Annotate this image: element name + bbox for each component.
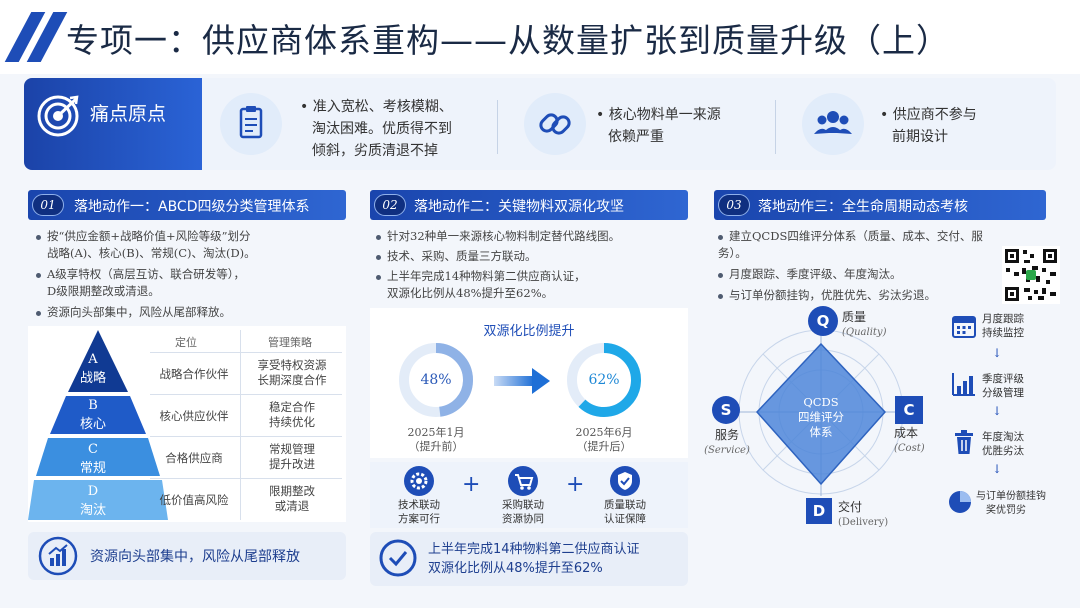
plus-sign: + xyxy=(462,472,481,497)
divider xyxy=(775,100,776,154)
divider xyxy=(497,100,498,154)
quality-label: 质量(Quality) xyxy=(842,310,887,338)
cost-icon: C xyxy=(895,396,923,424)
column-divider xyxy=(240,330,241,520)
service-label: 服务(Service) xyxy=(704,428,750,456)
table-row: 低价值高风险 xyxy=(159,493,229,507)
table-row: 常规管理提升改进 xyxy=(269,442,315,471)
plus-sign: + xyxy=(566,472,585,497)
table-row: 核心供应伙伴 xyxy=(159,409,229,423)
arrow-down-icon: ↓ xyxy=(991,346,1003,360)
qr-code xyxy=(1002,246,1060,304)
section-2-footer xyxy=(370,532,688,586)
section-2-header xyxy=(370,190,688,220)
pain-text-1: • 准入宽松、考核模糊、 淘汰困难。优质得不到 倾斜，劣质清退不掉 xyxy=(300,99,453,159)
service-icon: S xyxy=(712,396,740,424)
section-1-number: 01 xyxy=(32,194,64,216)
title-bar xyxy=(0,0,1080,74)
cart-icon xyxy=(508,466,538,496)
abcd-pyramid xyxy=(28,330,168,520)
section-1-header xyxy=(28,190,346,220)
gear-icon xyxy=(404,466,434,496)
pain-header xyxy=(24,78,202,170)
section-2-bullets: 针对32种单一来源核心物料制定替代路线图。 技术、采购、质量三方联动。 上半年完… xyxy=(376,228,696,302)
section-2-footer-text: 上半年完成14种物料第二供应商认证双源化比例从48%提升至62% xyxy=(428,542,640,576)
calendar-icon xyxy=(950,312,978,344)
step-quarterly: 季度评级分级管理 xyxy=(982,373,1024,399)
after-date: 2025年6月（提升后） xyxy=(575,426,633,453)
section-1-footer xyxy=(28,532,346,580)
row-divider xyxy=(150,436,342,437)
quality-icon: Q xyxy=(808,306,838,336)
clipboard-icon xyxy=(220,93,282,155)
arrow-down-icon: ↓ xyxy=(991,404,1003,418)
row-divider xyxy=(150,394,342,395)
shield-check-icon xyxy=(610,466,640,496)
arrow-right-icon xyxy=(494,368,550,394)
section-1-footer-text: 资源向头部集中，风险从尾部释放 xyxy=(90,549,300,565)
section-3-number: 03 xyxy=(718,194,750,216)
step-annual: 年度淘汰优胜劣汰 xyxy=(982,431,1024,457)
section-3-title: 落地动作三：全生命周期动态考核 xyxy=(758,199,968,215)
page-title: 专项一：供应商体系重构——从数量扩张到质量升级（上） xyxy=(66,21,950,60)
table-header-strategy: 管理策略 xyxy=(268,336,312,349)
link-tech-label: 技术联动方案可行 xyxy=(398,499,440,525)
after-ring xyxy=(567,343,641,417)
section-2-number: 02 xyxy=(374,194,406,216)
link-quality-label: 质量联动认证保障 xyxy=(604,499,646,525)
trash-icon xyxy=(950,428,978,460)
pie-chart-icon xyxy=(946,488,974,520)
before-pct: 48% xyxy=(420,372,452,388)
row-divider xyxy=(150,478,342,479)
arrow-down-icon: ↓ xyxy=(991,462,1003,476)
row-divider xyxy=(150,352,342,353)
pain-text-3: • 供应商不参与 前期设计 xyxy=(880,107,977,145)
check-circle-icon xyxy=(379,539,417,577)
section-1-bullets: 按“供应金额+战略价值+风险等级”划分 战略(A)、核心(B)、常规(C)、淘汰… xyxy=(36,228,356,321)
section-3-bullets: 建立QCDS四维评分体系（质量、成本、交付、服务）。 月度跟踪、季度评级、年度淘… xyxy=(718,229,983,302)
users-icon xyxy=(802,93,864,155)
section-3-header xyxy=(714,190,1046,220)
table-row: 稳定合作持续优化 xyxy=(269,400,315,429)
target-icon xyxy=(37,95,79,137)
table-row: 享受特权资源长期深度合作 xyxy=(257,358,327,387)
section-2-title: 落地动作二：关键物料双源化攻坚 xyxy=(414,199,624,215)
chart-title: 双源化比例提升 xyxy=(483,324,575,339)
before-ring xyxy=(399,343,473,417)
link-purchase-label: 采购联动资源协同 xyxy=(502,499,544,525)
delivery-icon: D xyxy=(806,498,832,524)
link-icon xyxy=(524,93,586,155)
qcds-radar xyxy=(737,328,905,496)
pain-label: 痛点原点 xyxy=(90,103,167,125)
step-order-link: 与订单份额挂钩奖优罚劣 xyxy=(976,491,1046,516)
delivery-label: 交付(Delivery) xyxy=(838,500,889,528)
table-row: 战略合作伙伴 xyxy=(159,367,229,381)
growth-chart-icon xyxy=(38,536,78,576)
table-header-position: 定位 xyxy=(175,336,197,349)
after-pct: 62% xyxy=(588,372,620,388)
bar-chart-icon xyxy=(950,370,978,402)
table-row: 限期整改或清退 xyxy=(269,484,315,513)
before-date: 2025年1月（提升前） xyxy=(407,426,465,453)
table-row: 合格供应商 xyxy=(165,451,223,465)
pain-text-2: • 核心物料单一来源 依赖严重 xyxy=(596,107,721,145)
step-monthly: 月度跟踪持续监控 xyxy=(982,313,1024,339)
section-1-title: 落地动作一：ABCD四级分类管理体系 xyxy=(74,199,310,215)
cost-label: 成本(Cost) xyxy=(894,426,925,454)
